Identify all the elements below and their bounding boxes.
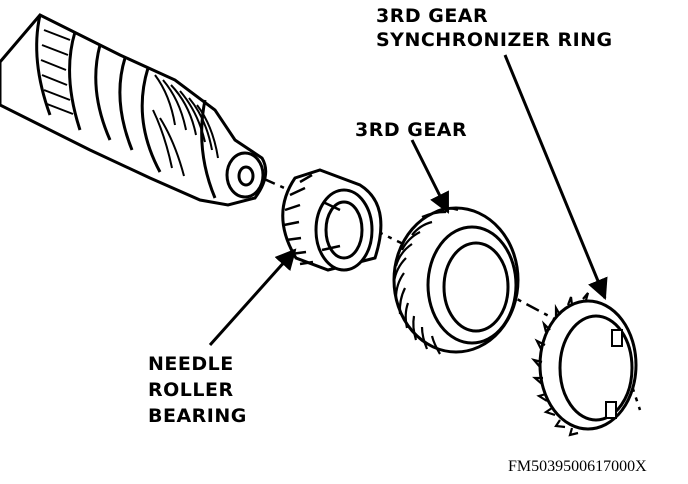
- needle-roller-bearing: [281, 168, 383, 272]
- leader-sync-ring: [503, 54, 608, 300]
- third-gear-label: 3RD GEAR: [355, 119, 468, 141]
- third-gear: [392, 206, 520, 355]
- sync-ring-label-line1: 3RD GEAR: [376, 5, 489, 27]
- figure-code: FM5039500617000X: [508, 458, 647, 475]
- leader-bearing: [208, 248, 297, 347]
- sync-ring-label-line2: SYNCHRONIZER RING: [376, 30, 613, 50]
- synchronizer-ring: [530, 292, 638, 437]
- leader-lines: [208, 54, 608, 347]
- bearing-label-line1: NEEDLE: [148, 353, 234, 375]
- bearing-label-line3: BEARING: [148, 405, 247, 427]
- main-shaft: [0, 13, 268, 207]
- bearing-label-line2: ROLLER: [148, 379, 234, 401]
- leader-third-gear: [410, 139, 450, 214]
